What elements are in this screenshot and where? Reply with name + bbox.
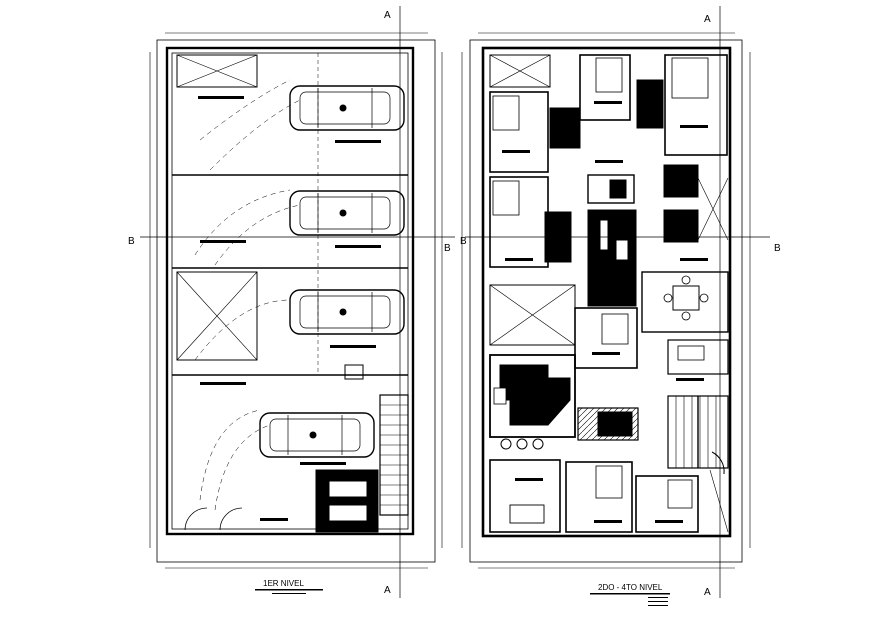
title-underline <box>255 589 323 594</box>
section-lines <box>140 6 770 598</box>
section-marker-b: B <box>128 236 135 247</box>
car-icon <box>259 412 375 458</box>
car-icon <box>289 289 405 335</box>
title-underline <box>590 593 670 606</box>
section-marker-b: B <box>774 243 781 254</box>
car-icon <box>289 85 405 131</box>
plan-upper-levels <box>461 32 751 569</box>
plan-title-upper-levels: 2DO - 4TO NIVEL <box>598 583 663 592</box>
section-marker-b: B <box>460 236 467 247</box>
car-icon <box>289 190 405 236</box>
plan-first-level <box>149 32 443 569</box>
section-marker-a: A <box>704 587 711 598</box>
section-marker-a: A <box>384 585 391 596</box>
section-marker-a: A <box>384 10 391 21</box>
plan-title-first-level: 1ER NIVEL <box>263 579 304 588</box>
section-marker-a: A <box>704 14 711 25</box>
section-marker-b: B <box>444 243 451 254</box>
